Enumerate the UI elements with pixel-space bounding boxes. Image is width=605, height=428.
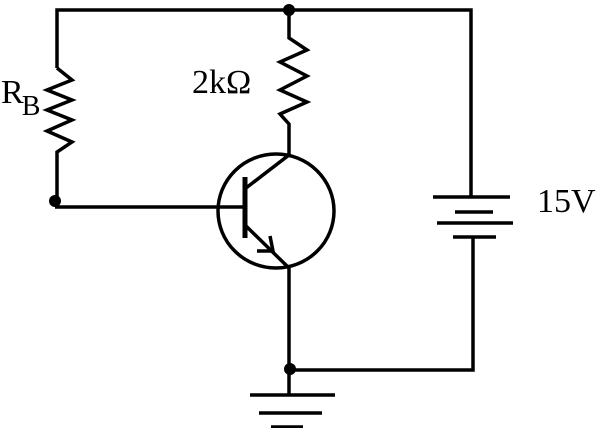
- rb-label: RB: [1, 74, 42, 122]
- bottom-wire: [290, 237, 475, 372]
- rb-label-subscript: B: [21, 91, 41, 122]
- transistor-collector-lead: [244, 153, 291, 190]
- supply-voltage-label: 15V: [537, 183, 596, 220]
- emitter-arrow-icon: [257, 235, 276, 253]
- collector-resistor: [275, 10, 312, 155]
- transistor-body: [216, 152, 336, 270]
- transistor-emitter-lead: [244, 224, 291, 270]
- battery: [433, 195, 513, 239]
- base-resistor-rb: [42, 66, 77, 200]
- ground-symbol: [250, 393, 335, 428]
- collector-resistor-label: 2kΩ: [192, 64, 252, 101]
- rb-label-main: R: [1, 74, 24, 111]
- base-node: [49, 195, 61, 207]
- top-wire: [55, 8, 473, 197]
